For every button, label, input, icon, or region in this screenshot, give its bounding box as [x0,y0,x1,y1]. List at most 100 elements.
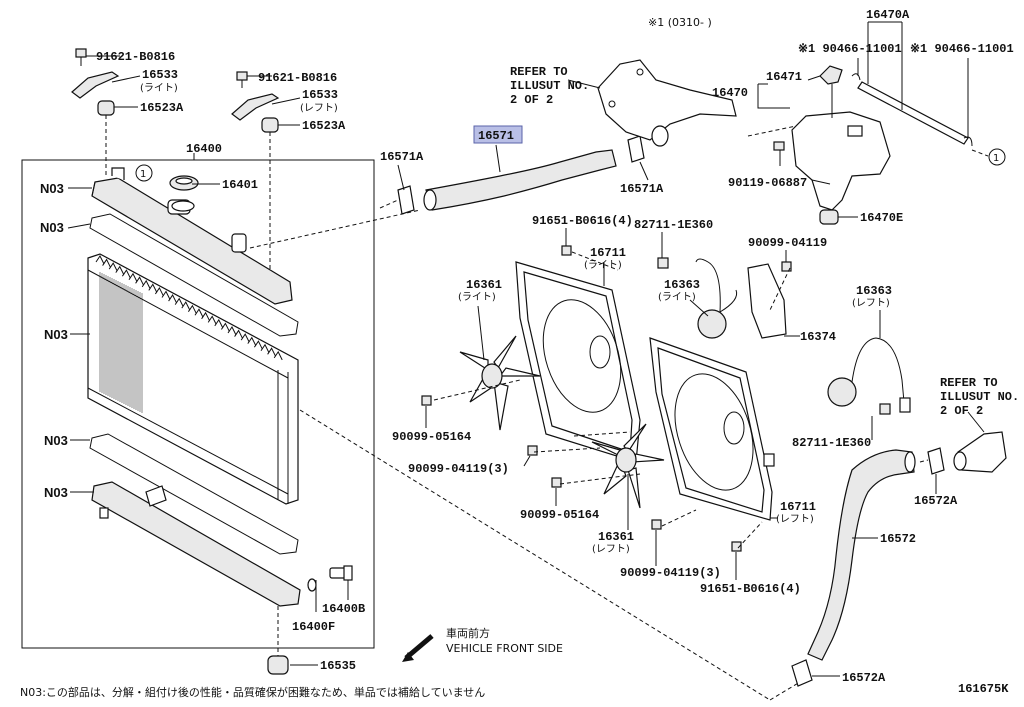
label-16535[interactable]: 16535 [320,659,356,673]
label-n03-2[interactable]: N03 [40,220,64,235]
drain-cock-plug[interactable] [329,565,353,581]
label-90099-04119-3-lower[interactable]: 90099-04119(3) [620,566,721,580]
label-91621-left[interactable]: 91621-B0816 [96,50,175,64]
support-16535[interactable] [267,655,289,675]
lower-tank-gasket[interactable] [89,433,299,555]
upper-tank-gasket[interactable] [89,213,299,337]
label-16363-left-sub: (レフト) [852,298,890,309]
footnote: N03:この部品は、分解・組付け後の性能・品質確保が困難なため、単品では補給して… [20,685,485,699]
label-16572[interactable]: 16572 [880,532,916,546]
label-16374[interactable]: 16374 [800,330,836,344]
refer-right-line2: ILLUSUT NO. [940,390,1019,404]
fan-shroud-16711-right[interactable] [515,261,641,463]
reservoir-leader-lines [747,21,989,218]
label-n03-5[interactable]: N03 [44,485,68,500]
label-16361-left-sub: (レフト) [592,544,630,555]
label-90099-05164-upper[interactable]: 90099-05164 [392,430,471,444]
label-91621-right[interactable]: 91621-B0816 [258,71,337,85]
reservoir-cap-16471[interactable] [819,65,843,118]
hose-clamp-16571a-right[interactable] [627,135,645,163]
water-inlet-housing[interactable] [953,431,1007,473]
connector-82711-left[interactable] [879,403,891,415]
core-fin [187,304,197,314]
label-16400[interactable]: 16400 [186,142,222,156]
water-outlet-housing[interactable] [597,59,737,147]
label-16572a-right[interactable]: 16572A [914,494,958,508]
label-90119[interactable]: 90119-06887 [728,176,807,190]
bracket-16533-right[interactable] [71,71,120,99]
reservoir-clamp-right[interactable] [963,136,973,147]
drain-o-ring[interactable] [307,578,317,592]
core-fin [161,290,171,300]
label-16571[interactable]: 16571 [478,129,514,143]
label-91651-upper[interactable]: 91651-B0616(4) [532,214,633,228]
core-fin [135,276,145,286]
label-16523a-left[interactable]: 16523A [140,101,184,115]
label-90099-05164-lower[interactable]: 90099-05164 [520,508,599,522]
label-16572a-bottom[interactable]: 16572A [842,671,886,685]
cooling-fan-16361-right[interactable] [459,335,541,431]
upper-radiator-hose-16571[interactable] [425,149,617,211]
label-82711-left[interactable]: 82711-1E360 [792,436,871,450]
label-16470[interactable]: 16470 [712,86,748,100]
fan-shroud-16711-left[interactable] [649,337,775,521]
label-16400b[interactable]: 16400B [322,602,365,616]
reference-code: 161675K [958,682,1009,696]
label-16361-right[interactable]: 16361 [466,278,502,292]
callout-1-left-text: 1 [140,169,146,180]
label-82711-right[interactable]: 82711-1E360 [634,218,713,232]
label-16400f[interactable]: 16400F [292,620,335,634]
core-fin [168,294,178,304]
label-16711-right[interactable]: 16711 [590,246,626,260]
label-n03-3[interactable]: N03 [44,327,68,342]
reservoir-clamp-left[interactable] [851,73,861,81]
label-n03-4[interactable]: N03 [44,433,68,448]
support-16523a-right[interactable] [261,117,279,133]
hose-clamp-16571a-left[interactable] [397,185,415,215]
support-16523a-left[interactable] [97,100,115,116]
label-16361-left[interactable]: 16361 [598,530,634,544]
connector-82711-right[interactable] [657,257,669,269]
bolt-91621-right[interactable] [236,71,248,88]
label-n03-1[interactable]: N03 [40,181,64,196]
label-16363-left[interactable]: 16363 [856,284,892,298]
label-90466-a[interactable]: ※1 90466-11001 [798,42,902,56]
lower-radiator-hose-16572[interactable] [807,449,916,661]
radiator-lower-tank[interactable] [91,481,301,607]
label-16571a-left[interactable]: 16571A [380,150,424,164]
label-16523a-right[interactable]: 16523A [302,119,346,133]
label-16401[interactable]: 16401 [222,178,258,192]
refer-right-line3: 2 OF 2 [940,404,983,418]
radiator-core[interactable] [87,253,299,505]
cooling-fan-16361-left[interactable] [591,423,665,509]
label-16533-right[interactable]: 16533 [142,68,178,82]
fan-motor-16363-left[interactable] [827,337,911,413]
bolt-91621-left[interactable] [75,48,87,66]
radiator-upper-tank[interactable] [91,167,293,305]
label-16471[interactable]: 16471 [766,70,802,84]
bolt-90119[interactable] [773,141,785,151]
grommet-16470e[interactable] [819,209,839,225]
hose-clamp-16572a-bottom[interactable] [791,659,813,687]
label-90466-b[interactable]: ※1 90466-11001 [910,42,1014,56]
bracket-16533-left[interactable] [231,93,280,121]
core-fin [260,343,270,353]
label-16533-left[interactable]: 16533 [302,88,338,102]
small-bolts[interactable] [421,245,792,552]
fan-leader-lines [425,228,881,580]
label-91651-lower[interactable]: 91651-B0616(4) [700,582,801,596]
wire-harness-16374[interactable] [747,263,787,339]
reservoir-tank-16470[interactable] [791,111,891,211]
label-16711-left[interactable]: 16711 [780,500,816,514]
refer-right-line1: REFER TO [940,376,998,390]
label-16571a-right[interactable]: 16571A [620,182,664,196]
fan-motor-16363-right[interactable] [695,258,738,339]
radiator-cap[interactable] [169,175,199,191]
label-16363-right[interactable]: 16363 [664,278,700,292]
label-16470e[interactable]: 16470E [860,211,903,225]
hose-clamp-16572a-right[interactable] [927,447,945,475]
label-90099-04119-3-upper[interactable]: 90099-04119(3) [408,462,509,476]
label-16470a[interactable]: 16470A [866,8,910,22]
label-90099-04119[interactable]: 90099-04119 [748,236,827,250]
